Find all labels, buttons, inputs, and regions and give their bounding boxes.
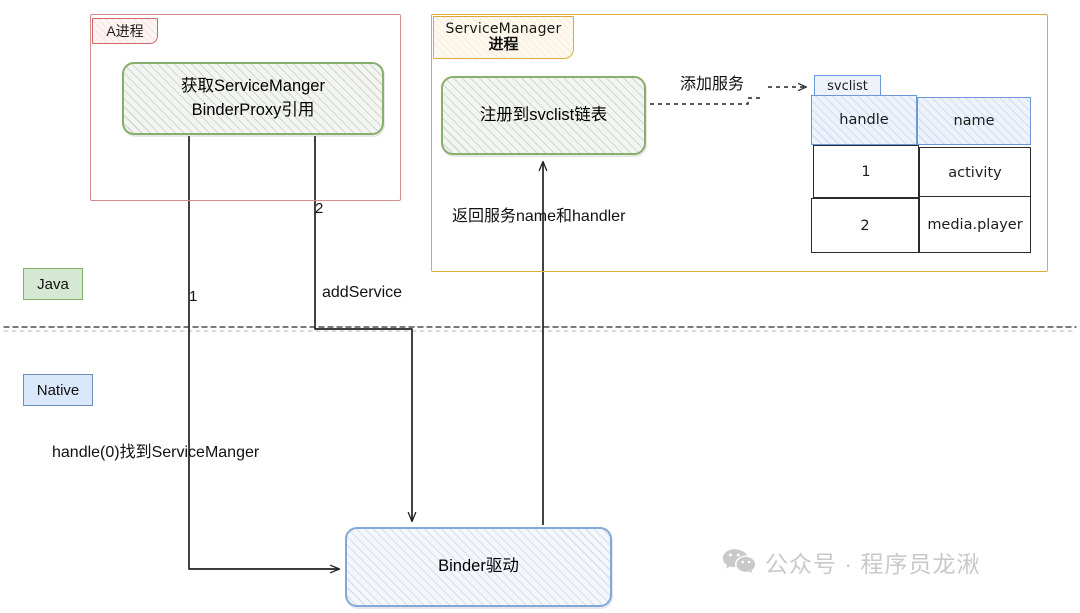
svclist-row-handle: 2 [811, 198, 919, 253]
svclist-row-handle: 1 [813, 145, 919, 198]
layer-divider [3, 326, 1077, 332]
node-get-servicemanager-line1: 获取ServiceManger [181, 77, 325, 96]
edge-addservice-to-binder [314, 136, 412, 521]
svclist-header-name: name [917, 97, 1031, 145]
edge-handle0-to-binder [188, 136, 339, 569]
node-get-servicemanager-binderproxy[interactable]: 获取ServiceManger BinderProxy引用 [122, 62, 384, 135]
node-binder-driver-label: Binder驱动 [438, 557, 519, 576]
edge-label-1: 1 [189, 288, 198, 305]
edge-register-to-svclist [650, 97, 760, 105]
edge-label-return-service: 返回服务name和handler [452, 208, 626, 225]
process-label-a-text: A进程 [106, 22, 144, 39]
layer-chip-native: Native [23, 374, 93, 406]
svclist-cell-handle-2: 2 [860, 217, 870, 234]
process-label-a: A进程 [92, 18, 158, 44]
svclist-cell-name-1: activity [948, 164, 1002, 181]
layer-chip-native-label: Native [36, 381, 80, 399]
process-container-servicemanager [431, 14, 1048, 272]
svclist-row-name: activity [919, 147, 1031, 198]
edge-label-2: 2 [315, 200, 324, 217]
svclist-row-name: media.player [919, 196, 1031, 253]
svclist-table: handle name 1 activity 2 media.player [811, 95, 1031, 253]
edge-label-handle-zero: handle(0)找到ServiceManger [52, 444, 260, 461]
svclist-header-handle: handle [811, 95, 917, 145]
process-container-a [90, 14, 401, 201]
process-label-servicemanager-sub: 进程 [488, 36, 519, 54]
svclist-cell-handle-1: 1 [861, 163, 871, 180]
watermark-text: 公众号 · 程序员龙湫 [765, 551, 981, 577]
wechat-icon [722, 548, 756, 576]
node-register-to-svclist[interactable]: 注册到svclist链表 [441, 76, 646, 155]
node-get-servicemanager-line2: BinderProxy引用 [191, 100, 315, 119]
node-get-servicemanager-text: 获取ServiceManger BinderProxy引用 [181, 75, 325, 121]
layer-chip-java-label: Java [37, 275, 69, 293]
watermark: 公众号 · 程序员龙湫 [722, 545, 980, 579]
edge-label-addservice: addService [322, 284, 403, 301]
svclist-header-handle-label: handle [839, 112, 889, 128]
svclist-cell-name-2: media.player [927, 216, 1023, 233]
svclist-tab: svclist [814, 75, 881, 97]
process-label-servicemanager: ServiceManager 进程 [433, 16, 574, 59]
svclist-tab-label: svclist [827, 78, 868, 94]
svclist-header-name-label: name [953, 113, 995, 129]
node-binder-driver[interactable]: Binder驱动 [345, 527, 612, 607]
layer-chip-java: Java [23, 268, 83, 300]
node-register-to-svclist-label: 注册到svclist链表 [479, 105, 608, 124]
edge-label-add-service-cn: 添加服务 [680, 76, 745, 93]
process-label-servicemanager-name: ServiceManager [445, 21, 562, 38]
